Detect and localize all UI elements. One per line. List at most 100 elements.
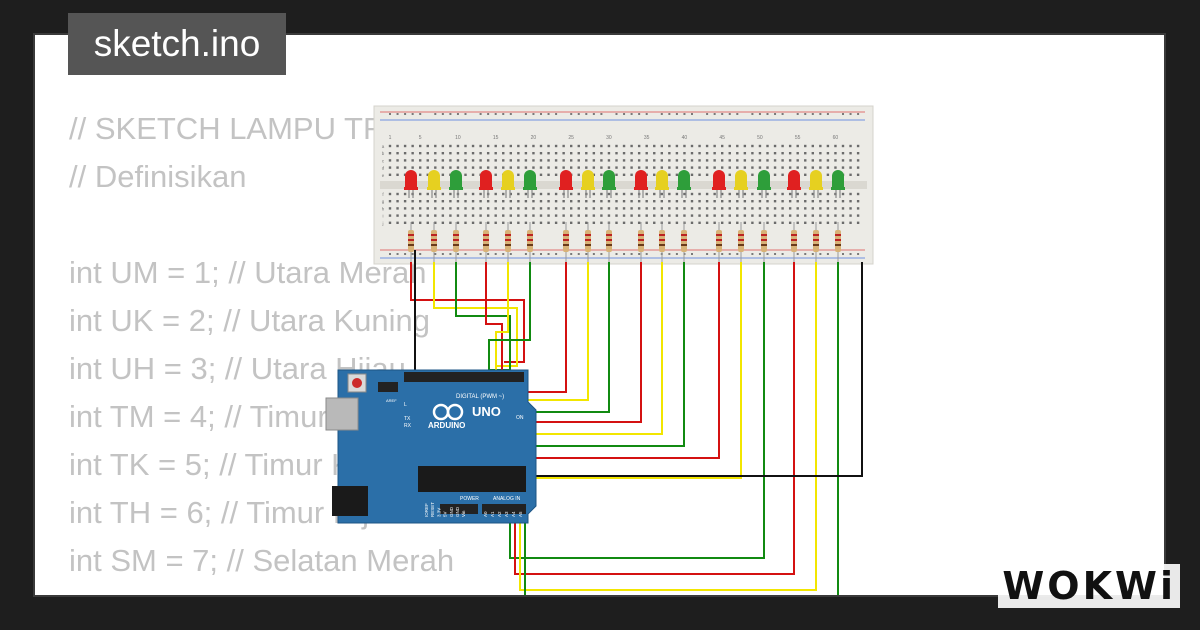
resistor-band (716, 239, 722, 241)
file-name-tab[interactable]: sketch.ino (68, 13, 286, 75)
analog-header (482, 504, 526, 514)
led-body (735, 170, 747, 188)
led-rim (581, 187, 595, 190)
arduino-uno-board[interactable]: UNO ARDUINO DIGITAL (PWM ~) TX RX ON L A… (325, 369, 537, 524)
resistor-band (638, 239, 644, 241)
breadboard-row-letter: g (382, 199, 385, 204)
resistor (791, 222, 797, 262)
breadboard-column-number: 45 (719, 135, 725, 141)
led-red (479, 170, 493, 198)
led-yellow (501, 170, 515, 198)
arduino-logo-icon (446, 403, 464, 421)
resistor-band (483, 244, 489, 246)
breadboard-column-number: 35 (644, 135, 650, 141)
resistor-band (563, 244, 569, 246)
breadboard-row-letter: h (382, 206, 385, 211)
resistor-band (585, 244, 591, 246)
analog-label: ANALOG IN (493, 496, 521, 502)
resistor-band (791, 234, 797, 236)
breadboard-row-letter: e (382, 173, 385, 178)
resistor-band (835, 234, 841, 236)
resistor-band (716, 234, 722, 236)
led-body (678, 170, 690, 188)
resistor-band (408, 234, 414, 236)
code-line: int SK = 8; // Selatan Kuning (69, 585, 475, 595)
resistor-band (738, 234, 744, 236)
power-pin-label: GND (455, 506, 460, 517)
led-body (758, 170, 770, 188)
led-row (404, 170, 845, 198)
resistor (453, 222, 459, 262)
led-rim (404, 187, 418, 190)
resistor-band (483, 239, 489, 241)
board-brand-label: ARDUINO (428, 421, 465, 430)
board-model-label: UNO (472, 404, 501, 419)
microcontroller-chip (418, 466, 526, 492)
aref-label: AREF (386, 398, 397, 403)
led-rim (479, 187, 493, 190)
resistor-band (791, 244, 797, 246)
resistor-band (681, 244, 687, 246)
resistor-band (791, 239, 797, 241)
led-rim (449, 187, 463, 190)
led-rim (655, 187, 669, 190)
resistor (606, 222, 612, 262)
led-body (788, 170, 800, 188)
led-body (405, 170, 417, 188)
resistor (563, 222, 569, 262)
resistor (483, 222, 489, 262)
on-label: ON (516, 415, 524, 421)
resistor-band (585, 239, 591, 241)
resistor (681, 222, 687, 262)
analog-pin-label: A0 (483, 511, 488, 517)
reset-button-cap[interactable] (352, 378, 362, 388)
wire-black (414, 250, 863, 477)
led-rim (809, 187, 823, 190)
power-header (440, 504, 478, 514)
resistor (738, 222, 744, 262)
breadboard-column-number: 1 (389, 135, 392, 141)
resistor (761, 222, 767, 262)
led-body (502, 170, 514, 188)
resistor-band (453, 239, 459, 241)
led-red (712, 170, 726, 198)
resistor-band (606, 244, 612, 246)
breadboard-column-number: 60 (833, 135, 839, 141)
led-rim (757, 187, 771, 190)
led-green (602, 170, 616, 198)
resistor-band (505, 234, 511, 236)
resistor-band (659, 234, 665, 236)
breadboard-column-number: 40 (682, 135, 688, 141)
resistor-band (563, 239, 569, 241)
code-line: int UK = 2; // Utara Kuning (69, 303, 430, 338)
power-pin-label: GND (449, 506, 454, 517)
led-green (523, 170, 537, 198)
led-body (603, 170, 615, 188)
resistor (431, 222, 437, 262)
resistor-row (408, 222, 841, 262)
breadboard-column-number: 5 (419, 135, 422, 141)
led-green (449, 170, 463, 198)
power-pin-label: RESET (430, 502, 435, 517)
led-yellow (809, 170, 823, 198)
resistor (638, 222, 644, 262)
breadboard-row-letter: a (382, 144, 385, 149)
led-green (831, 170, 845, 198)
resistor-band (431, 234, 437, 236)
led-rim (634, 187, 648, 190)
resistor-band (453, 234, 459, 236)
resistor (659, 222, 665, 262)
resistor-band (738, 239, 744, 241)
resistor-band (638, 234, 644, 236)
resistor-band (761, 239, 767, 241)
breadboard-column-number: 50 (757, 135, 763, 141)
resistor-band (659, 244, 665, 246)
power-pin-label: IOREF (424, 503, 429, 517)
led-rim (831, 187, 845, 190)
analog-pin-label: A1 (490, 511, 495, 517)
breadboard-row-letter: d (382, 166, 385, 171)
led-rim (523, 187, 537, 190)
wire-red (482, 262, 503, 375)
analog-pin-label: A2 (497, 511, 502, 517)
